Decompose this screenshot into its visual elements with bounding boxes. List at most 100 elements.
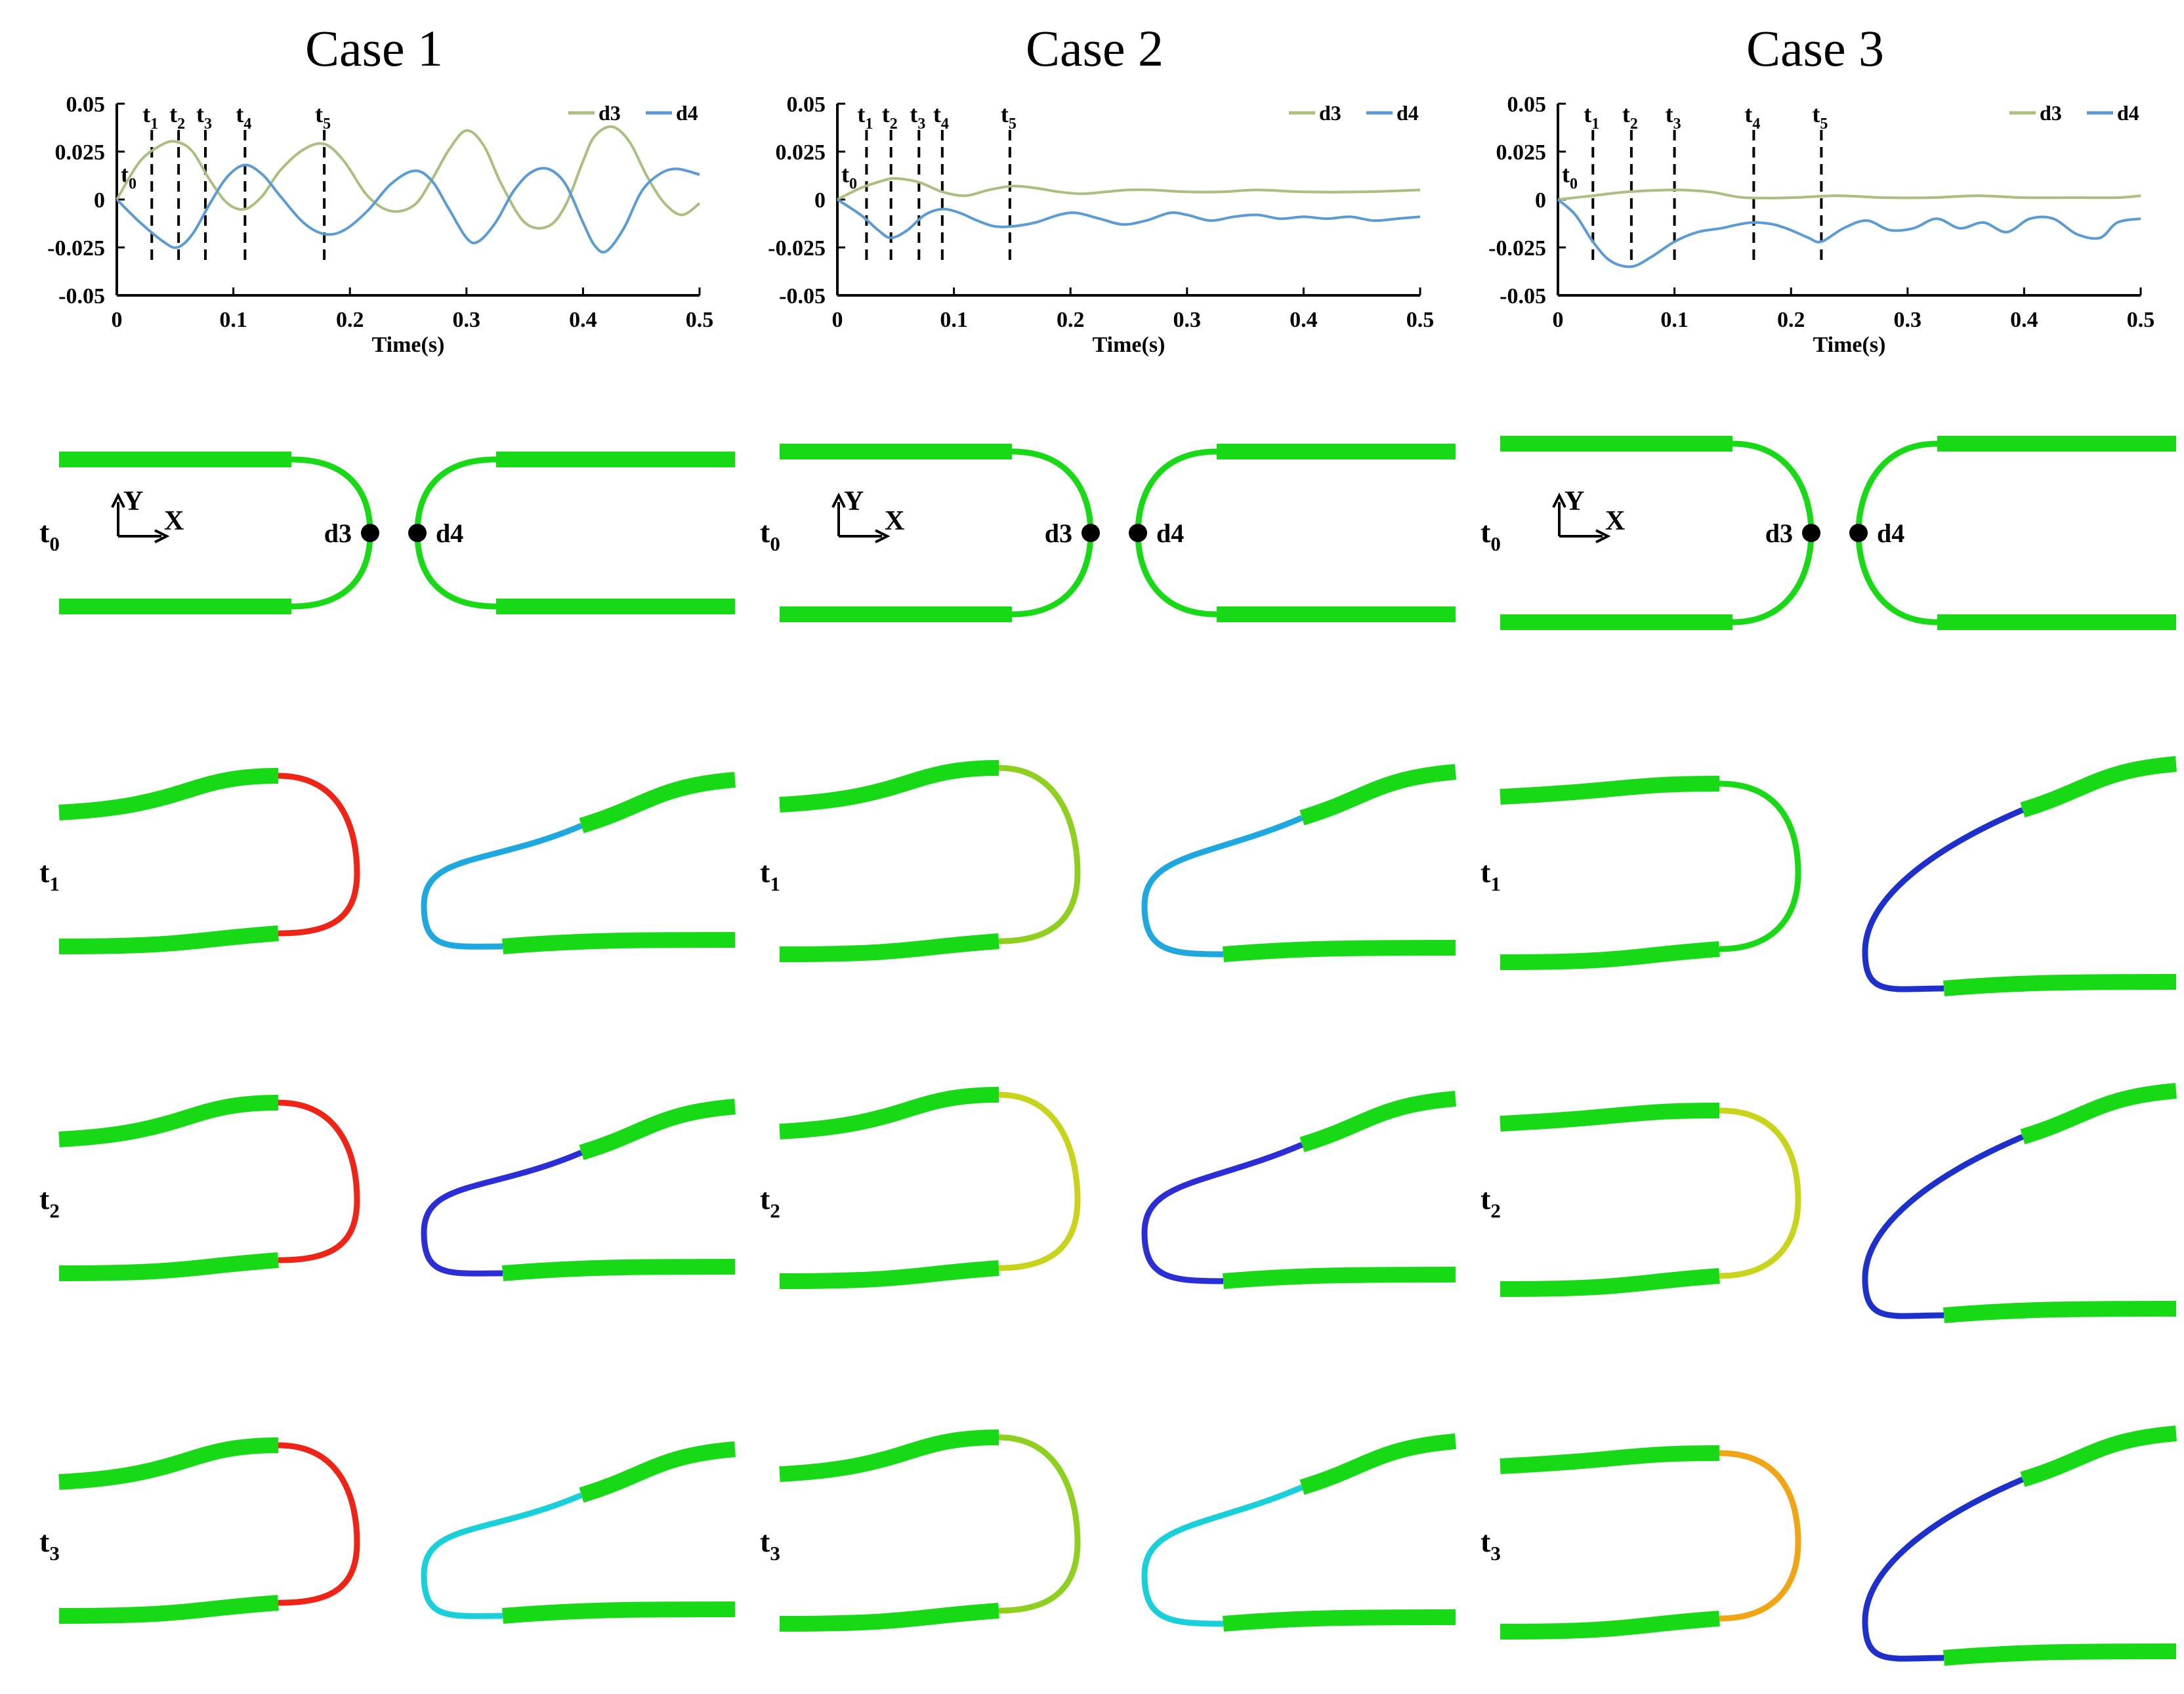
snapshot-time-label: t1 [39, 855, 60, 895]
legend-label-d4: d4 [2117, 101, 2139, 125]
x-tick-label: 0.2 [1777, 308, 1805, 332]
left-beam-top-arm [58, 1095, 279, 1147]
time-marker-label: t3 [196, 101, 212, 133]
right-beam-bottom-arm [1223, 1609, 1456, 1632]
point-d3 [361, 524, 379, 542]
snapshot-case1-t2: t2 [39, 1095, 736, 1281]
time-marker-label-t0: t0 [1562, 161, 1578, 193]
x-tick-label: 0.3 [1894, 308, 1922, 332]
snapshot-time-label: t1 [760, 855, 780, 895]
axis-x-arrowhead [1595, 529, 1611, 543]
left-beam-bottom-arm [779, 1603, 999, 1632]
point-d3 [1802, 524, 1820, 542]
right-beam-top-arm [1299, 764, 1456, 826]
left-beam-bottom-arm [1500, 1611, 1720, 1640]
y-tick-label: -0.05 [779, 284, 826, 308]
time-marker-label: t2 [882, 101, 898, 133]
x-tick-label: 0 [112, 308, 123, 332]
point-d4 [1849, 524, 1868, 542]
snapshot-time-label: t1 [1480, 855, 1501, 895]
x-axis-label: Time(s) [1093, 333, 1166, 357]
time-marker-label: t5 [315, 101, 331, 133]
y-tick-label: 0.05 [1507, 93, 1547, 117]
y-tick-label: 0.05 [66, 93, 106, 117]
series-line-d4 [1557, 198, 2141, 268]
left-beam-bend [1719, 780, 1801, 952]
legend-label-d4: d4 [676, 101, 698, 125]
y-tick-label: 0 [1535, 188, 1546, 213]
point-label-d3: d3 [1045, 519, 1072, 548]
left-beam-bend [998, 765, 1081, 944]
snapshot-case3-t1: t1 [1480, 756, 2177, 996]
right-beam-bend [1862, 1476, 2024, 1662]
right-beam-bottom-arm [1223, 1267, 1456, 1289]
axis-x-arrowhead [875, 529, 891, 543]
axis-x-label: X [1605, 506, 1625, 536]
point-label-d3: d3 [1765, 519, 1793, 548]
left-beam-top-arm [58, 1437, 279, 1490]
x-tick-label: 0.4 [569, 308, 597, 332]
axis-x-label: X [164, 506, 184, 536]
snapshot-time-label: t0 [39, 515, 60, 555]
snapshot-case2-t3: t3 [760, 1429, 1456, 1632]
right-beam-bend [421, 1492, 583, 1619]
right-beam-top-arm [579, 1441, 736, 1503]
x-tick-label: 0.5 [686, 308, 714, 332]
time-marker-label: t4 [933, 101, 949, 133]
time-marker-label: t5 [1812, 101, 1828, 133]
axis-y-arrowhead [1552, 492, 1566, 508]
right-beam-bend [1862, 807, 2024, 992]
x-tick-label: 0.5 [2127, 308, 2155, 332]
snapshot-time-label: t3 [1480, 1525, 1501, 1565]
right-beam-bottom-arm [1943, 1301, 2177, 1323]
series-line-d3 [837, 177, 1421, 201]
y-tick-label: -0.05 [1500, 284, 1546, 308]
time-marker-label: t2 [169, 101, 185, 133]
right-beam-top-arm [579, 772, 736, 834]
left-beam-bend [278, 1442, 360, 1606]
axis-y-arrowhead [111, 492, 125, 508]
time-marker-label: t1 [857, 101, 873, 133]
point-d4 [1129, 524, 1147, 542]
x-tick-label: 0.1 [1660, 308, 1689, 332]
left-beam-bottom-arm [58, 925, 279, 954]
time-marker-label: t1 [142, 101, 158, 133]
snapshot-time-label: t0 [760, 515, 780, 555]
y-tick-label: -0.025 [1488, 236, 1546, 261]
y-tick-label: -0.025 [768, 236, 826, 261]
left-beam-top-arm [779, 1429, 999, 1482]
series-line-d3 [116, 125, 701, 230]
x-axis-label: Time(s) [372, 333, 445, 357]
time-marker-label-t0: t0 [841, 161, 857, 193]
y-tick-label: 0 [94, 188, 105, 213]
right-beam-top-arm [2020, 756, 2177, 818]
snapshot-case2-t1: t1 [760, 760, 1456, 962]
left-beam-bottom-arm [58, 1595, 279, 1624]
y-tick-label: 0.025 [55, 140, 106, 165]
x-tick-label: 0.1 [940, 308, 968, 332]
axis-x-arrowhead [154, 529, 170, 543]
series-line-d4 [116, 163, 700, 254]
x-tick-label: 0.2 [1057, 308, 1085, 332]
y-tick-label: 0 [814, 188, 826, 213]
case-title: Case 3 [1746, 20, 1884, 77]
snapshot-case1-t3: t3 [39, 1437, 736, 1624]
right-beam-bend [1141, 815, 1303, 958]
axis-y-label: Y [1564, 486, 1584, 517]
legend-label-d3: d3 [2040, 101, 2062, 125]
left-beam-bend [1719, 1107, 1801, 1279]
point-d4 [408, 524, 427, 542]
y-tick-label: 0.05 [787, 93, 826, 117]
series-line-d4 [836, 198, 1421, 240]
left-beam-top-arm [779, 1087, 999, 1139]
snapshot-time-label: t0 [1480, 515, 1501, 555]
series-line-d3 [1557, 188, 2141, 201]
right-beam-bend [1141, 1484, 1303, 1627]
right-beam-top-arm [1299, 1433, 1456, 1495]
time-marker-label: t5 [1001, 101, 1017, 133]
right-beam-top-arm [2020, 1426, 2177, 1487]
